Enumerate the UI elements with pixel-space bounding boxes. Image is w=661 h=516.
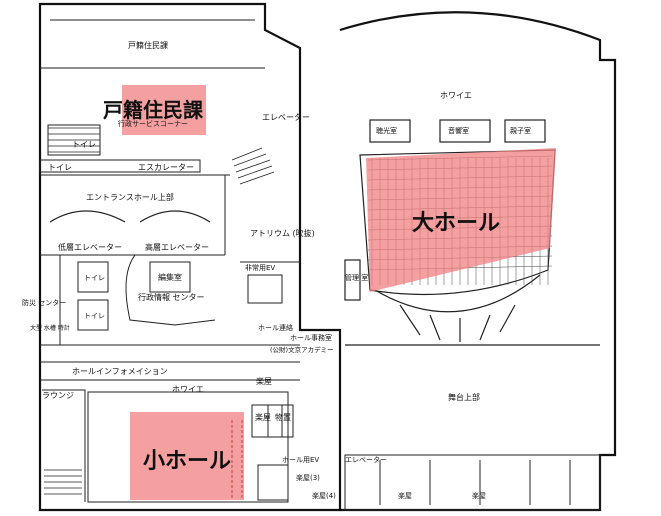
- label-gakuya-4: 楽屋(4): [312, 491, 336, 500]
- label-gakuya-5: 楽屋: [398, 491, 412, 500]
- koseki-label: 戸籍住民課: [103, 98, 204, 122]
- label-souko: 物置: [275, 412, 291, 422]
- koseki-highlight[interactable]: [122, 85, 206, 135]
- label-gyosei-joho: 行政情報 センター: [138, 292, 205, 302]
- label-koseki-top: 戸籍住民課: [128, 40, 168, 50]
- stair-hatching: [44, 127, 275, 495]
- label-onkyo: 音響室: [448, 126, 469, 135]
- highlight-labels: 戸籍住民課 大ホール 小ホール: [103, 98, 500, 474]
- label-hall-ev: ホール用EV: [282, 456, 319, 464]
- label-henshu: 編集室: [158, 272, 182, 282]
- label-kanri: 管理 室: [345, 273, 368, 282]
- label-gyosei-service: 行政サービスコーナー: [118, 119, 188, 128]
- elevator-banks: [49, 210, 211, 223]
- room-labels: 戸籍住民課 行政サービスコーナー エレベーター トイレ トイレ エスカレーター …: [22, 40, 531, 500]
- label-bousai: 防災 センター: [22, 298, 66, 307]
- label-hall-renraku: ホール連絡: [258, 323, 293, 332]
- shohall-highlight[interactable]: [130, 412, 244, 500]
- label-hall-info: ホールインフォメイション: [72, 367, 168, 376]
- left-wing-lines: [39, 19, 300, 503]
- small-hall-dashes: [231, 420, 243, 500]
- label-butai-jobu: 舞台上部: [448, 392, 480, 402]
- label-toilet-3: トイレ: [84, 274, 105, 282]
- label-academy: (公財)文京アカデミー: [270, 345, 334, 354]
- label-escalator: エスカレーター: [138, 163, 194, 172]
- outer-walls: [38, 2, 617, 512]
- label-gakuya-6: 楽屋: [472, 491, 486, 500]
- label-taikasui: 大型 水槽 時計: [30, 324, 70, 332]
- label-gakuya-1: 楽屋: [256, 376, 272, 386]
- label-entrance-hall: エントランスホール上部: [86, 192, 174, 202]
- label-gakuya-3: 楽屋(3): [296, 473, 320, 482]
- daihall-highlight[interactable]: [366, 148, 556, 292]
- label-hall-jimu: ホール事務室: [290, 333, 332, 342]
- label-hijo-ev: 非常用EV: [245, 263, 275, 272]
- label-toilet-4: トイレ: [84, 312, 105, 320]
- label-elevator-bottom: エレベーター: [345, 455, 387, 464]
- label-foyer-small: ホワイエ: [172, 385, 204, 394]
- daihall-label: 大ホール: [412, 211, 500, 236]
- label-toilet-2: トイレ: [48, 163, 72, 172]
- big-hall-outline: [344, 119, 600, 346]
- label-lounge: ラウンジ: [42, 391, 74, 400]
- label-foyer-big: ホワイエ: [440, 91, 472, 100]
- label-atrium: アトリウム (吹抜): [250, 228, 315, 238]
- label-high-elevator: 高層エレベーター: [145, 242, 209, 252]
- label-low-elevator: 低層エレベーター: [58, 242, 122, 252]
- stage-area: [344, 454, 601, 511]
- shohall-label: 小ホール: [143, 449, 231, 474]
- label-elevator-top: エレベーター: [262, 113, 310, 122]
- label-gakuya-2: 楽屋: [255, 412, 271, 422]
- label-toilet-1: トイレ: [72, 140, 96, 149]
- label-atrium-line: アトリウム (吹抜): [250, 228, 315, 238]
- label-choukou: 聴光室: [376, 126, 397, 135]
- label-oyako: 親子室: [510, 126, 531, 135]
